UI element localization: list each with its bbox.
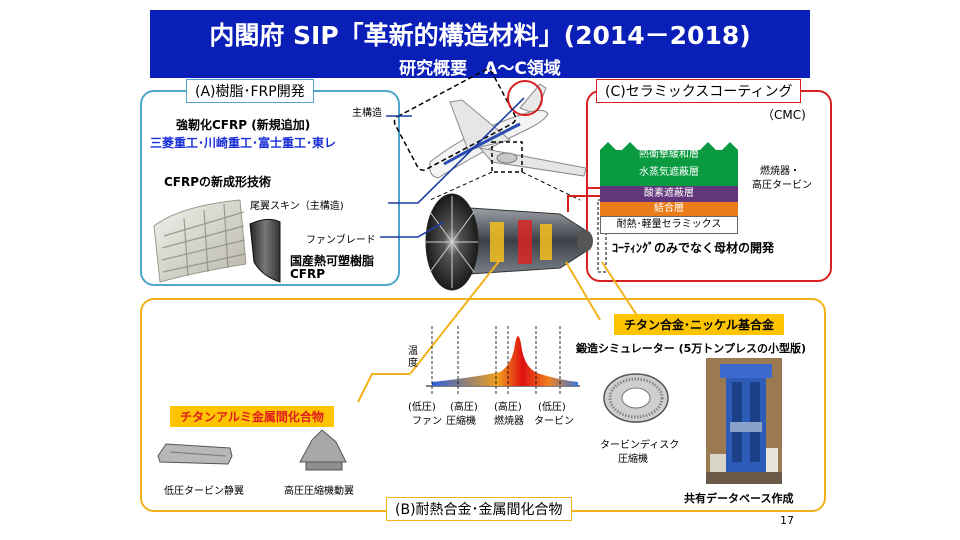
shared-database-label: 共有データベース作成 xyxy=(684,492,794,505)
toughened-cfrp-label: 強靭化CFRP (新規追加) xyxy=(176,118,311,132)
page-title: 内閣府 SIP「革新的構造材料」(2014－2018) xyxy=(209,21,751,50)
combustor-label: 燃焼器・ xyxy=(760,166,800,177)
coating-layer-ceramic-base: 耐熱･軽量セラミックス xyxy=(600,216,738,234)
section-c-label: (C)セラミックスコーティング xyxy=(596,79,802,103)
pressure-label-1: (高圧) xyxy=(450,402,478,413)
compressor-disc-label: 圧縮機 xyxy=(618,454,648,465)
temperature-curve xyxy=(432,336,578,386)
coating-layer-steam: 水蒸気遮蔽層 xyxy=(600,160,738,186)
fan-blade-label: ファンブレード xyxy=(306,235,376,246)
forging-simulator-label: 鍛造シミュレーター (5万トンプレスの小型版) xyxy=(576,342,806,355)
main-structure-label: 主構造 xyxy=(352,108,382,119)
coating-layer-thermal-shock: 熱衝撃緩和層 xyxy=(639,149,699,160)
component-label-fan: ファン xyxy=(412,416,442,427)
engine-highlight xyxy=(491,141,523,173)
fan-blade-image xyxy=(249,218,281,283)
pressure-label-2: (高圧) xyxy=(494,402,522,413)
turbine-disc-label: タービンディスク xyxy=(600,440,680,451)
company-list: 三菱重工･川崎重工･富士重工･東レ xyxy=(150,136,337,150)
pressure-label-3: (低圧) xyxy=(538,402,566,413)
cfrp-skin-image xyxy=(153,199,247,283)
pressure-label-0: (低圧) xyxy=(408,402,436,413)
turbine-disc-image xyxy=(603,373,669,423)
temperature-chart xyxy=(426,326,580,396)
thermal-shock-crown xyxy=(600,142,738,162)
lp-turbine-vane-label: 低圧タービン静翼 xyxy=(164,486,244,497)
coating-layer-oxygen: 酸素遮蔽層 xyxy=(600,186,738,202)
hp-compressor-blade-image xyxy=(299,429,347,471)
temperature-axis-label: 温度 xyxy=(408,346,418,369)
base-material-note: ｺｰﾃｨﾝｸﾞのみでなく母材の開発 xyxy=(612,241,775,255)
coating-layer-stack: 熱衝撃緩和層 水蒸気遮蔽層 酸素遮蔽層 結合層 耐熱･軽量セラミックス xyxy=(600,140,738,234)
title-banner: 内閣府 SIP「革新的構造材料」(2014－2018) 研究概要 A～C領域 xyxy=(150,10,810,79)
section-a-label: (A)樹脂･FRP開発 xyxy=(186,79,314,103)
page-number: 17 xyxy=(780,514,794,527)
main-structure-highlight xyxy=(393,69,517,171)
hp-turbine-label: 高圧タービン xyxy=(752,180,812,191)
lp-turbine-vane-image xyxy=(157,443,233,465)
tail-highlight-circle xyxy=(507,80,543,116)
component-label-combustor: 燃焼器 xyxy=(494,416,524,427)
ti-al-badge: チタンアルミ金属間化合物 xyxy=(170,406,334,427)
page-subtitle: 研究概要 A～C領域 xyxy=(399,59,561,79)
tail-skin-label: 尾翼スキン（主構造) xyxy=(250,201,344,212)
forging-press-photo xyxy=(706,358,782,484)
section-b-label: (B)耐熱合金･金属間化合物 xyxy=(386,497,572,521)
component-label-turbine: タービン xyxy=(534,416,574,427)
component-label-compressor: 圧縮機 xyxy=(446,416,476,427)
ti-ni-alloy-badge: チタン合金･ニッケル基合金 xyxy=(614,314,785,335)
jet-engine-cutaway xyxy=(425,193,593,291)
cfrp-molding-label: CFRPの新成形技術 xyxy=(164,175,272,189)
cmc-label: （CMC) xyxy=(762,108,806,122)
thermoplastic-label-2: CFRP xyxy=(290,267,326,281)
thermoplastic-label-1: 国産熱可塑樹脂 xyxy=(290,254,375,268)
coating-layer-bond: 結合層 xyxy=(600,202,738,216)
hp-compressor-blade-label: 高圧圧縮機動翼 xyxy=(284,486,354,497)
